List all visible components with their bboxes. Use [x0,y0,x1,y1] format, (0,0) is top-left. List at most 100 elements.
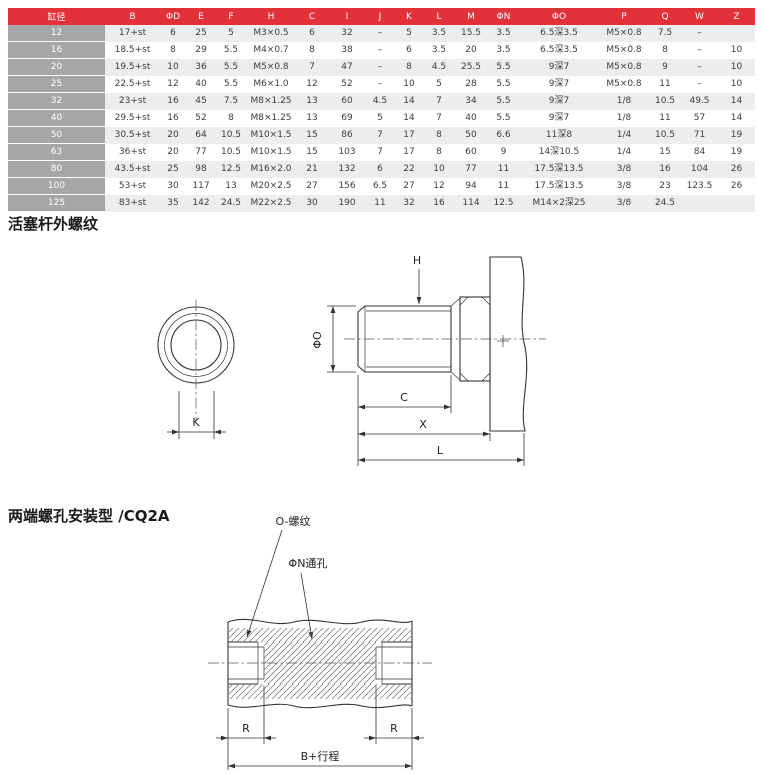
spec-value-cell: 1/8 [599,109,649,127]
spec-value-cell: 132 [328,160,366,178]
line-shape [228,683,234,689]
spec-value-cell: 12.5 [488,194,519,212]
spec-value-cell: – [366,58,394,76]
line-shape [368,627,384,643]
dim-label-k: K [192,416,200,429]
spec-value-cell: 3.5 [424,25,454,42]
line-shape [392,627,408,643]
spec-value-cell: 10.5 [649,92,681,110]
spec-value-cell: 3/8 [599,177,649,195]
spec-value-cell: 3.5 [424,41,454,59]
spec-value-cell: 11 [488,160,519,178]
spec-value-cell: 25.5 [454,58,488,76]
line-shape [278,627,294,643]
spec-value-cell: 36 [186,58,216,76]
line-shape [263,641,287,665]
polygon-shape [358,431,365,437]
line-shape [343,683,360,700]
spec-value-cell: 36+st [105,143,160,161]
spec-value-cell: 5 [216,25,246,42]
spec-value-cell: 8 [424,143,454,161]
line-shape [241,683,258,700]
line-shape [403,691,412,700]
polygon-shape [228,763,235,769]
polygon-shape [517,457,524,463]
spec-value-cell: 27 [296,177,328,195]
spec-value-cell: 49.5 [681,92,718,110]
line-shape [235,683,252,700]
spec-value-cell: 30 [296,194,328,212]
dimension-arrows [216,735,276,741]
spec-value-cell: M10×1.5 [246,143,296,161]
spec-value-cell: 77 [186,143,216,161]
spec-value-cell: 23 [649,177,681,195]
line-shape [350,627,366,643]
rod-thread-drawing: K H ΦO C X L [157,254,546,466]
spec-value-cell: M14×2深25 [519,194,599,212]
line-shape [254,627,270,643]
line-shape [380,627,396,643]
line-shape [248,627,264,643]
dimension-arrows [358,404,451,410]
spec-value-cell: 10.5 [649,126,681,144]
spec-value-cell: 6.5 [366,177,394,195]
spec-value-cell: 10.5 [216,143,246,161]
spec-value-cell: 9 [488,143,519,161]
line-shape [338,627,354,643]
spec-value-cell: 25 [186,25,216,42]
polygon-shape [330,365,336,372]
spec-value-cell: 3/8 [599,160,649,178]
spec-value-cell: 5.5 [488,75,519,93]
spec-value-cell: 26 [718,160,755,178]
column-header-11: M [454,8,488,25]
spec-value-cell: 114 [454,194,488,212]
spec-value-cell: 11 [488,177,519,195]
spec-value-cell: 32 [394,194,424,212]
spec-value-cell: M10×1.5 [246,126,296,144]
line-shape [315,641,359,685]
spec-value-cell: 10 [718,41,755,59]
spec-value-cell: 14 [718,109,755,127]
line-shape [263,641,269,647]
spec-value-cell: 47 [328,58,366,76]
spec-value-cell: 10 [718,75,755,93]
spec-value-cell: 83+st [105,194,160,212]
dimension-arrows [167,429,226,435]
bore-size-cell: 80 [8,160,105,178]
spec-value-cell: 19 [718,143,755,161]
line-shape [259,683,276,700]
line-shape [260,627,276,643]
line-shape [285,641,329,685]
line-shape [272,627,288,643]
spec-value-cell: 4.5 [366,92,394,110]
line-shape [481,372,491,382]
spec-value-cell: 11 [649,109,681,127]
line-shape [228,627,240,639]
spec-value-cell: 11深8 [519,126,599,144]
spec-value-cell: 10 [718,58,755,76]
spec-value-cell: 7 [366,126,394,144]
spec-value-cell: 10 [424,160,454,178]
line-shape [267,641,311,685]
line-shape [279,641,323,685]
line-shape [291,641,335,685]
spec-value-cell: 5 [424,75,454,93]
spec-value-cell: 6.6 [488,126,519,144]
spec-value-cell: 30 [160,177,186,195]
spec-value-cell: 4.5 [424,58,454,76]
line-shape [296,627,312,643]
section-title-rod-thread: 活塞杆外螺纹 [8,215,99,233]
section-title-cq2a: 两端螺孔安装型 /CQ2A [8,507,170,525]
spec-value-cell: 77 [454,160,488,178]
spec-value-cell: – [366,25,394,42]
column-header-4: F [216,8,246,25]
spec-value-cell: 34 [454,92,488,110]
spec-value-cell: M5×0.8 [599,75,649,93]
spec-value-cell: 60 [328,92,366,110]
spec-value-cell: 16 [160,92,186,110]
leader-arrowhead [246,629,252,637]
line-shape [253,683,270,700]
spec-value-cell: 8 [296,41,328,59]
